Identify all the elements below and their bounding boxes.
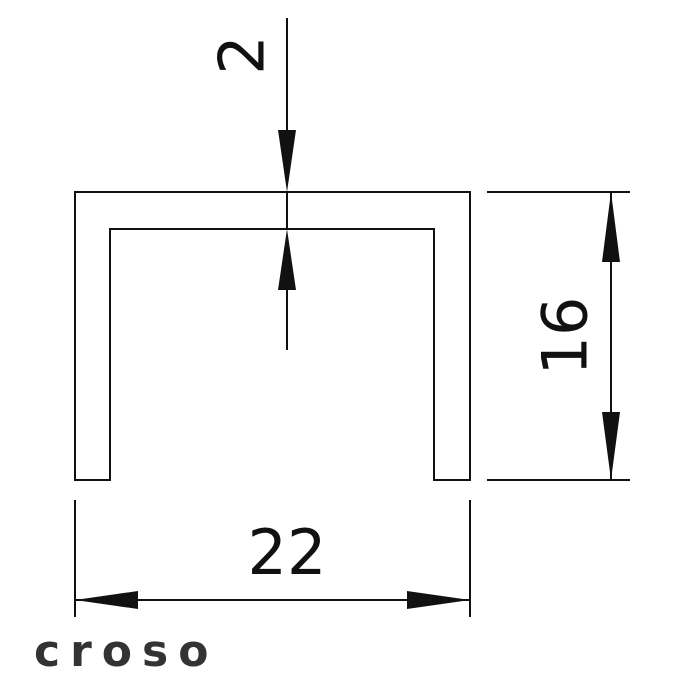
width-arrow-left xyxy=(75,591,138,609)
croso-logo: croso xyxy=(34,626,218,677)
width-arrow-right xyxy=(407,591,470,609)
thickness-dimension-label: 2 xyxy=(206,35,279,74)
height-arrow-up xyxy=(602,192,620,262)
height-arrow-down xyxy=(602,412,620,480)
width-dimension-label: 22 xyxy=(248,516,327,589)
height-dimension-label: 16 xyxy=(529,297,602,376)
width-dimension: 22 xyxy=(74,500,471,617)
thickness-arrow-up xyxy=(278,229,296,290)
u-channel-profile-outline xyxy=(74,191,471,481)
height-dimension: 16 xyxy=(487,191,630,481)
thickness-arrow-down xyxy=(278,130,296,192)
thickness-dimension: 2 xyxy=(206,18,296,350)
